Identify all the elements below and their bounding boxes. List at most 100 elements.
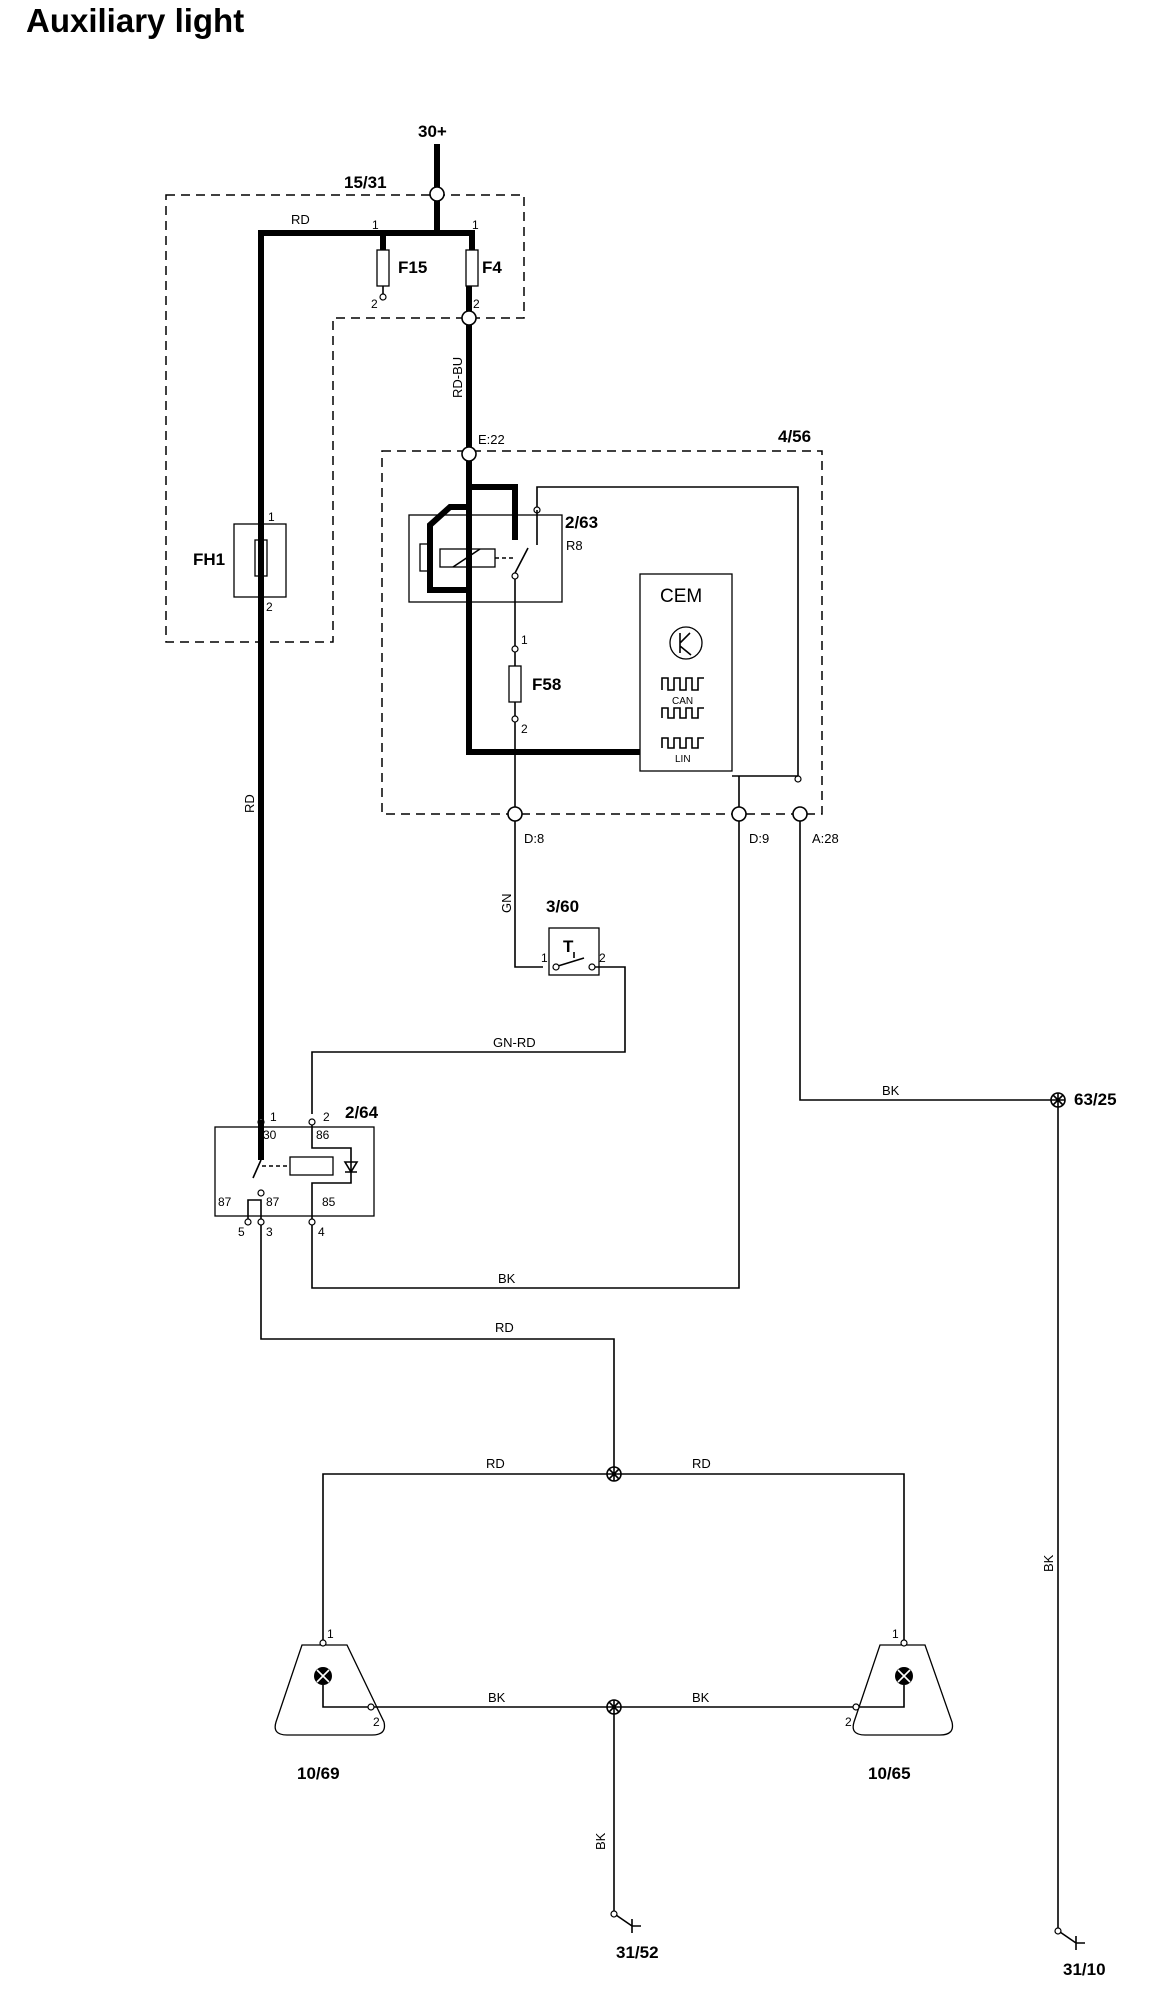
ground-left-symbol <box>615 1914 641 1933</box>
f58-pin1: 1 <box>521 633 528 647</box>
lamp-right-pin2-dot <box>852 1703 860 1711</box>
switch-body <box>548 927 600 976</box>
f58-dot2 <box>511 715 519 723</box>
module-label: 4/56 <box>778 427 811 446</box>
f4-pin2: 2 <box>473 297 480 311</box>
rd-relay-to-splice <box>260 1225 615 1467</box>
f4-connector <box>461 310 477 326</box>
cem-signal-icon-3 <box>661 737 704 749</box>
cem-signal-icon-1 <box>661 677 704 691</box>
wire-gn-rd-label: GN-RD <box>493 1035 536 1050</box>
relay-264-switch <box>252 1159 262 1179</box>
relay-pin30: 30 <box>263 1128 277 1142</box>
wire-rd-relay-label: RD <box>495 1320 514 1335</box>
f15-pin1: 1 <box>372 218 379 232</box>
relay-pin85: 85 <box>322 1195 336 1209</box>
fh1-label: FH1 <box>193 550 225 569</box>
wire-rd-bu-label: RD-BU <box>450 357 465 398</box>
relay-pin1: 1 <box>270 1110 277 1124</box>
connector-a28-label: A:28 <box>812 831 839 846</box>
lamp-left-pin2: 2 <box>373 1715 380 1729</box>
ground-left-label: 31/52 <box>616 1943 659 1962</box>
r8-switch <box>514 547 529 574</box>
cem-to-d9 <box>732 775 798 807</box>
wire-gn-label: GN <box>499 894 514 914</box>
cem-box <box>639 573 733 772</box>
connector-d9-label: D:9 <box>749 831 769 846</box>
r8-resistor <box>419 543 433 572</box>
wire-bk-ground-label: BK <box>593 1832 608 1850</box>
relay-pin5: 5 <box>238 1225 245 1239</box>
relay-264-diode <box>343 1161 359 1174</box>
relay-pin86: 86 <box>316 1128 330 1142</box>
bk-a28-to-splice <box>799 821 1052 1101</box>
relay-264-coil <box>289 1156 334 1176</box>
wire-rd-top-label: RD <box>291 212 310 227</box>
f58-label: F58 <box>532 675 561 694</box>
relay-pin2: 2 <box>323 1110 330 1124</box>
lamp-right-pin1: 1 <box>892 1627 899 1641</box>
relay-r8-name: R8 <box>566 538 583 553</box>
lamp-right-pin1-dot <box>900 1639 908 1647</box>
f4-pin1: 1 <box>472 218 479 232</box>
switch-pin2-dot <box>588 963 596 971</box>
fuse-f58 <box>508 665 522 703</box>
cem-transistor-symbol <box>679 632 692 656</box>
f4-label: F4 <box>482 258 502 277</box>
connector-d9 <box>731 806 747 822</box>
switch-contact <box>557 952 585 967</box>
wire-bk-left-label: BK <box>488 1690 506 1705</box>
wire-rd-left-label: RD <box>486 1456 505 1471</box>
f15-label: F15 <box>398 258 427 277</box>
r8-supply-line <box>466 461 640 755</box>
connector-d8-label: D:8 <box>524 831 544 846</box>
r8-coil-slash <box>452 548 481 568</box>
r8-out <box>514 510 538 602</box>
r8-feed <box>427 461 518 593</box>
lamp-left-pin1-dot <box>319 1639 327 1647</box>
fuse-fh1 <box>254 539 268 577</box>
fusebox-bus <box>261 201 475 236</box>
cem-signal-icon-2 <box>661 707 704 719</box>
relay-264-box <box>214 1126 375 1217</box>
relay-pin4: 4 <box>318 1225 325 1239</box>
f58-pin2: 2 <box>521 722 528 736</box>
supply-label: 30+ <box>418 122 447 141</box>
lamp-right-label: 10/65 <box>868 1764 911 1783</box>
relay-coil-wiring <box>311 1125 352 1220</box>
switch-pin1-dot <box>552 963 560 971</box>
relay-264-label: 2/64 <box>345 1103 379 1122</box>
module-enclosure <box>381 450 823 815</box>
splice-bk-cross <box>607 1700 621 1714</box>
bk-relay-to-d9 <box>311 821 740 1289</box>
relay-pin2-dot <box>308 1118 316 1126</box>
r8-switch-contact <box>511 572 519 580</box>
relay-r8-box <box>408 514 563 603</box>
page-title: Auxiliary light <box>26 2 245 39</box>
connector-e22 <box>461 446 477 462</box>
lamp-left-pin1: 1 <box>327 1627 334 1641</box>
connector-e22-label: E:22 <box>478 432 505 447</box>
ground-right-dot <box>1054 1927 1062 1935</box>
wire-bk-right-lamp-label: BK <box>692 1690 710 1705</box>
f58-dot1 <box>511 645 519 653</box>
fusebox-label: 15/31 <box>344 173 387 192</box>
lamp-left-ground-lead <box>322 1685 368 1708</box>
cem-transistor-icon <box>669 626 703 660</box>
connector-d8 <box>507 806 523 822</box>
switch-pin2: 2 <box>599 951 606 965</box>
relay-pin87-right: 87 <box>266 1195 280 1209</box>
f15-pin-dot <box>379 293 387 301</box>
lamp-right-pin2: 2 <box>845 1715 852 1729</box>
lamp-right-ground-lead <box>859 1685 905 1708</box>
fuse-f4 <box>465 249 479 287</box>
gn-wire <box>514 821 543 968</box>
splice-6325-label: 63/25 <box>1074 1090 1117 1109</box>
fh1-pin2: 2 <box>266 600 273 614</box>
supply-connector <box>429 186 445 202</box>
relay-264-contact <box>257 1189 265 1197</box>
relay-pin5-dot <box>244 1218 252 1226</box>
wire-rd-vert-label: RD <box>242 794 257 813</box>
relay-pin4-dot <box>308 1218 316 1226</box>
wire-bk-relay-label: BK <box>498 1271 516 1286</box>
